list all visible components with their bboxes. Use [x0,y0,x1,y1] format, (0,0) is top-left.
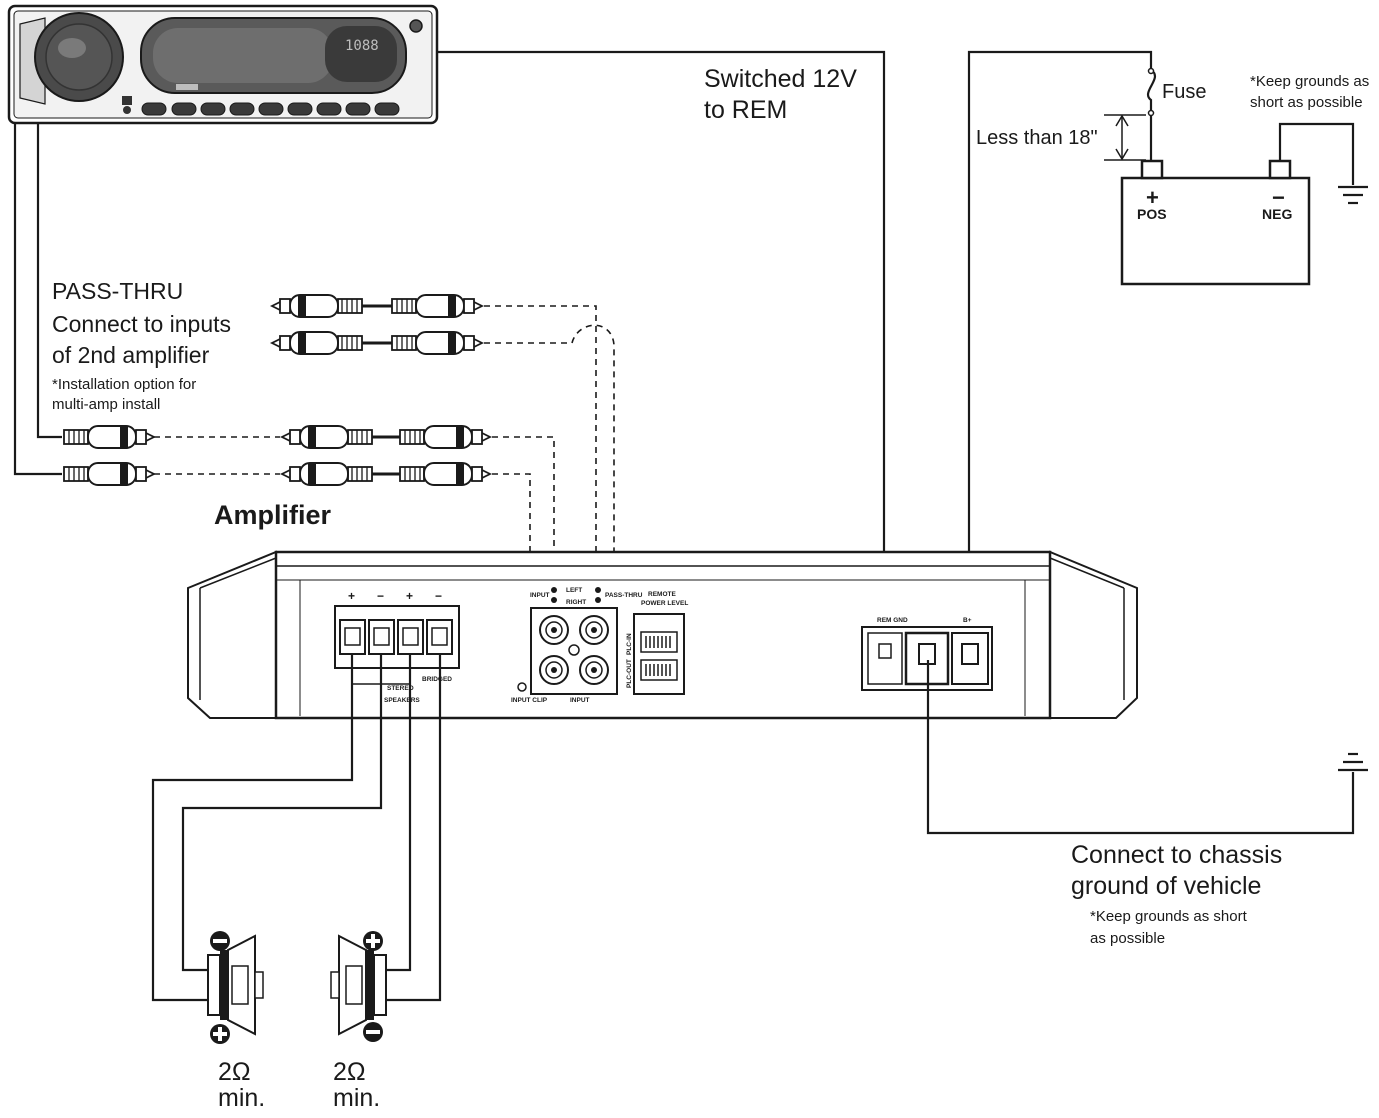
b-plus-label: B+ [963,617,972,624]
speaker-2-min: min. [333,1084,380,1112]
rca-splitter-2 [282,462,491,486]
stereo-label: STEREO [387,685,414,692]
speakers-label: SPEAKERS [384,697,420,704]
length-dimension-icon [1104,114,1146,161]
keep-grounds-top-line1: *Keep grounds as [1250,73,1369,90]
pass-thru-line2: of 2nd amplifier [52,342,210,368]
preset-buttons [141,102,400,116]
pos-sign: + [1146,185,1159,210]
input-clip-led-icon [517,682,527,692]
power-terminal-block: REM GND B+ [861,617,993,691]
neg-label: NEG [1262,206,1292,222]
power-wire [967,50,1153,650]
right-label: RIGHT [566,599,586,606]
less-than-label: Less than 18" [976,127,1098,149]
battery: + POS − NEG [1120,159,1311,286]
switched-label-line2: to REM [704,96,787,124]
remote-wire [437,50,886,650]
keep-grounds-bottom-line1: *Keep grounds as short [1090,908,1248,925]
speaker-2-ohm: 2Ω [333,1058,366,1086]
pos-label: POS [1137,206,1167,222]
install-note-line1: *Installation option for [52,376,196,393]
display-digits: 1088 [345,38,379,54]
chassis-label-line2: ground of vehicle [1071,872,1261,900]
input-bottom-label: INPUT [570,697,590,704]
amplifier-title: Amplifier [214,500,332,530]
remote-label-line2: POWER LEVEL [641,600,688,607]
neg-sign: − [1272,185,1285,210]
install-note-line2: multi-amp install [52,396,160,413]
rca-plug-head-right [63,462,155,486]
rca-input-panel: INPUT LEFT RIGHT PASS-THRU INPUT CLIP IN… [511,587,643,704]
ground-icon-top [1338,185,1368,205]
left-label: LEFT [566,587,582,594]
input-clip-label: INPUT CLIP [511,697,548,704]
term-plus-1: + [348,589,355,603]
ground-icon-bottom [1338,752,1368,772]
power-icon [409,19,423,33]
term-minus-2: − [435,589,442,603]
remote-level-ports: REMOTE POWER LEVEL PLC-IN PLC-OUT [626,591,688,695]
rem-gnd-label: REM GND [877,617,908,624]
input-label: INPUT [530,592,550,599]
rca-plug-head-left [63,425,155,449]
remote-label-line1: REMOTE [648,591,676,598]
speaker-1-ohm: 2Ω [218,1058,251,1086]
term-minus-1: − [377,589,384,603]
term-plus-2: + [406,589,413,603]
fuse-label: Fuse [1162,81,1206,103]
keep-grounds-top-line2: short as possible [1250,94,1363,111]
rca-splitter-1 [282,425,491,449]
speaker-1 [207,931,264,1044]
rca-passthru-2 [272,331,483,355]
plc-in-label: PLC-IN [626,633,633,655]
head-unit: 1088 [7,4,439,125]
keep-grounds-bottom-line2: as possible [1090,930,1165,947]
bridged-label: BRIDGED [422,676,452,683]
pass-thru-label: PASS-THRU [605,592,643,599]
switched-label-line1: Switched 12V [704,65,857,93]
pass-thru-title: PASS-THRU [52,278,183,304]
speaker-2 [330,931,387,1042]
speaker-terminal-block: + − + − STEREO SPEAKERS BRIDGED [334,589,460,704]
speaker-1-min: min. [218,1084,265,1112]
chassis-ground-wire [926,660,1355,835]
rca-passthru-1 [272,294,483,318]
chassis-label-line1: Connect to chassis [1071,841,1282,869]
plc-out-label: PLC-OUT [626,659,633,688]
pass-thru-line1: Connect to inputs [52,311,231,337]
